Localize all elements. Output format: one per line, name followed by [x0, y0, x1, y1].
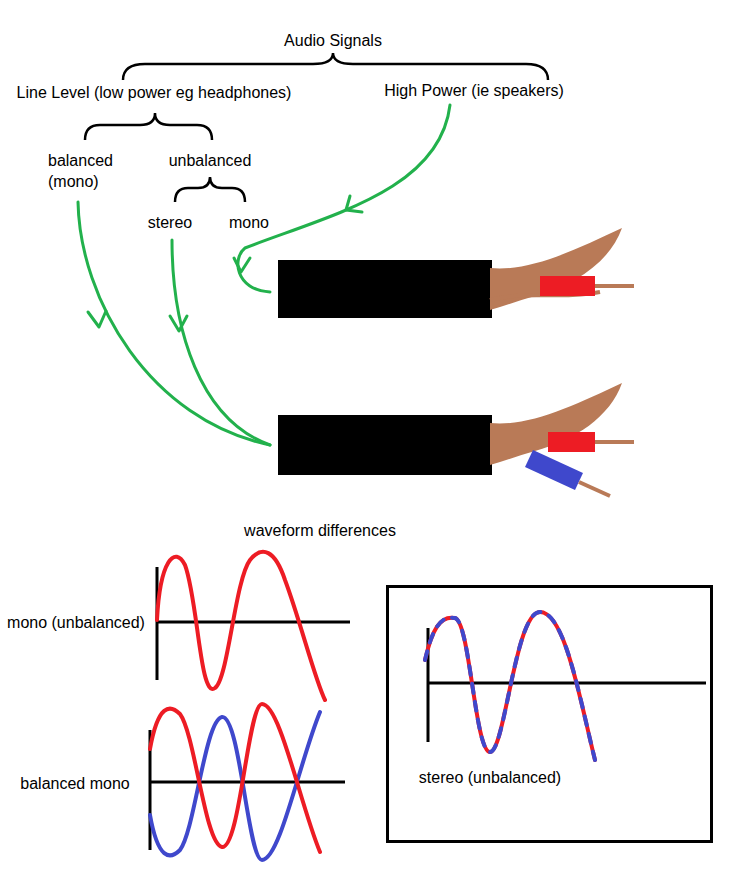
arrow-head — [170, 316, 187, 331]
label-text: Line Level (low power eg headphones) — [17, 82, 292, 103]
brace — [175, 177, 245, 202]
red-core — [540, 276, 595, 296]
cable-jacket — [278, 415, 492, 475]
waveform — [425, 612, 595, 760]
arrow-head — [88, 311, 106, 327]
cable-jacket — [278, 260, 492, 318]
panel-label: stereo (unbalanced) — [419, 767, 561, 788]
waveform — [157, 552, 325, 700]
label-text: balanced (mono) — [48, 150, 128, 192]
label-text: mono — [229, 212, 269, 233]
waveform — [150, 712, 320, 860]
copper-tip — [595, 284, 634, 288]
label-text: mono (unbalanced) — [7, 612, 145, 633]
axis — [157, 567, 350, 680]
label-text: Audio Signals — [284, 30, 382, 51]
shield-wire — [490, 228, 622, 310]
shield-wire — [490, 383, 622, 465]
copper-tip — [595, 440, 634, 444]
arrow-line — [172, 240, 270, 445]
label-text: waveform differences — [244, 520, 396, 541]
arrow-head — [234, 258, 250, 272]
waveform — [425, 612, 595, 760]
blue-core — [525, 450, 583, 490]
braces — [85, 53, 548, 202]
cable-three-core — [278, 383, 634, 496]
label-text: stereo — [148, 212, 192, 233]
stereo-panel: stereo (unbalanced) — [386, 585, 713, 843]
label-text: balanced mono — [20, 773, 129, 794]
arrow-head — [346, 196, 362, 212]
cable-two-core — [278, 228, 634, 318]
brace — [85, 113, 212, 140]
label-text: unbalanced — [169, 150, 252, 171]
waveform — [150, 704, 320, 852]
label-text: High Power (ie speakers) — [384, 80, 564, 101]
red-core — [548, 432, 595, 452]
arrow-line — [78, 202, 270, 445]
copper-tip — [579, 482, 610, 496]
brace — [123, 53, 548, 80]
waveforms — [150, 552, 595, 860]
